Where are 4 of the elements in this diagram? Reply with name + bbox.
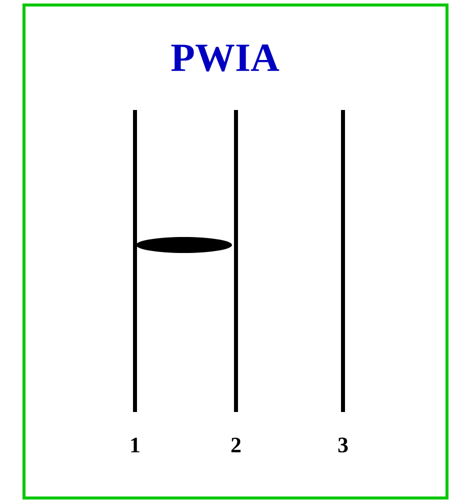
- title: PWIA: [171, 44, 280, 72]
- line-number: 2: [231, 438, 241, 452]
- line-number: 3: [338, 438, 348, 452]
- line-number: 1: [131, 438, 140, 452]
